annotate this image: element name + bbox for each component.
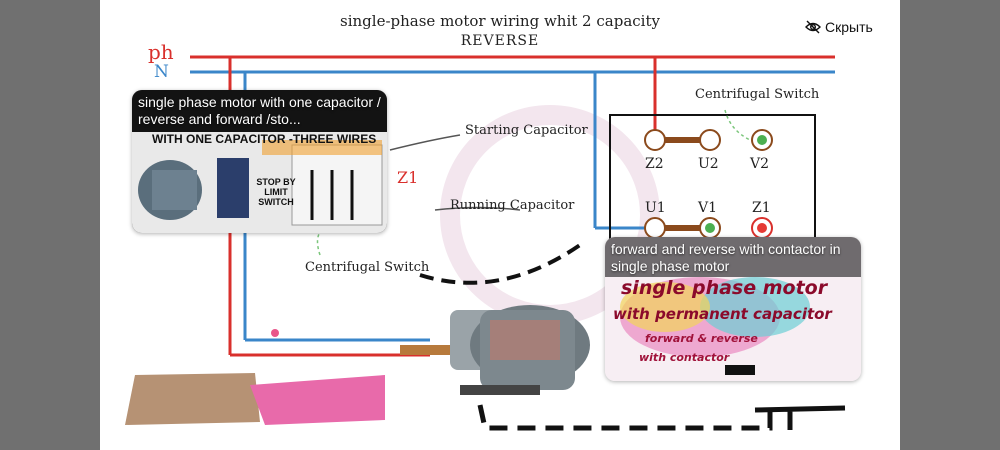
arrow-centrifugal-bottom <box>316 231 321 256</box>
starting-capacitor-label: Starting Capacitor <box>465 123 588 138</box>
terminal-z2-label: Z2 <box>645 156 664 172</box>
wiring-diagram <box>125 55 846 431</box>
terminal-z2 <box>644 129 666 151</box>
suggested-video-1-thumbnail <box>132 132 387 233</box>
dashed-curve <box>419 243 582 285</box>
terminal-v1-label: V1 <box>698 200 718 216</box>
hide-suggestions-button[interactable]: Скрыть <box>805 16 873 38</box>
terminal-u2-label: U2 <box>698 156 719 172</box>
terminal-u2 <box>699 129 721 151</box>
running-capacitor-label: Running Capacitor <box>450 198 575 213</box>
arrow-centrifugal-top <box>724 109 751 141</box>
suggested-video-2-thumb-line3: forward & reverse <box>645 332 758 345</box>
neutral-label: N <box>154 62 169 82</box>
terminal-z1-dot <box>757 223 767 233</box>
phase-label: ph <box>148 40 174 64</box>
terminal-u1-label: U1 <box>645 200 666 216</box>
diagram-title: single-phase motor wiring whit 2 capacit… <box>340 12 660 30</box>
suggested-video-2-thumb-line4: with contactor <box>639 351 730 364</box>
centrifugal-switch-top-label: Centrifugal Switch <box>695 87 820 102</box>
scribble-bottom <box>754 405 846 430</box>
hide-button-label: Скрыть <box>825 19 873 35</box>
centrifugal-switch-bottom-label: Centrifugal Switch <box>305 260 430 275</box>
suggested-video-1[interactable]: single phase motor with one capacitor / … <box>132 90 387 233</box>
diagram-subtitle: REVERSE <box>460 33 540 49</box>
terminal-u1 <box>644 217 666 239</box>
suggested-video-2[interactable]: forward and reverse with contactor in si… <box>605 237 861 381</box>
suggested-video-1-thumb-caption: WITH ONE CAPACITOR -THREE WIRES <box>152 132 377 146</box>
paper-pink <box>250 375 385 425</box>
terminal-v1-dot <box>705 223 715 233</box>
suggested-video-1-thumb-stop: STOP BY LIMIT SWITCH <box>256 177 296 207</box>
suggested-video-2-thumb-line1: single phase motor <box>621 277 828 299</box>
terminal-z1-left-label: Z1 <box>397 168 419 187</box>
left-letterbox <box>0 0 100 450</box>
arrow-running-capacitor <box>434 206 521 211</box>
terminal-z1-label: Z1 <box>752 200 771 216</box>
motor-image <box>400 305 590 395</box>
terminal-v2-label: V2 <box>750 156 770 172</box>
pink-dot <box>271 329 279 337</box>
arrow-starting-capacitor <box>389 134 461 151</box>
suggested-video-2-thumb-line2: with permanent capacitor <box>613 305 832 323</box>
terminal-v2-dot <box>757 135 767 145</box>
right-letterbox <box>900 0 1000 450</box>
paper-tan <box>125 373 260 425</box>
eye-slash-icon <box>805 20 821 34</box>
dashed-bottom <box>477 404 773 431</box>
suggested-video-1-title: single phase motor with one capacitor / … <box>138 94 381 127</box>
suggested-video-2-title: forward and reverse with contactor in si… <box>611 241 841 274</box>
